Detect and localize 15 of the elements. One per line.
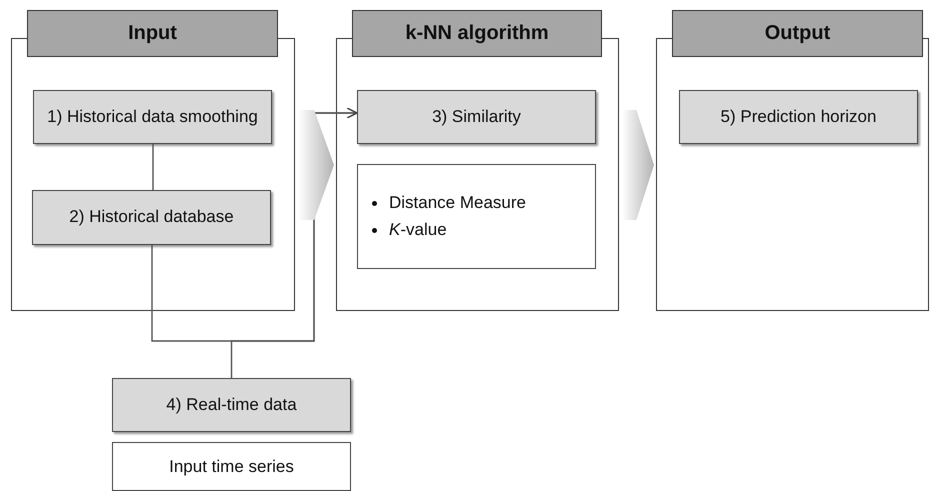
chevron-arrow [298, 110, 334, 220]
process-box: 4) Real-time data [112, 378, 351, 432]
panel-header: Input [27, 10, 278, 57]
process-box: 1) Historical data smoothing [33, 90, 272, 144]
bullet-text: K-value [389, 220, 447, 239]
panel-header: k-NN algorithm [352, 10, 602, 57]
connector-line [152, 144, 154, 190]
panel-header: Output [672, 10, 923, 57]
process-box: 2) Historical database [32, 190, 271, 245]
chevron-arrow [622, 110, 654, 220]
process-box: 3) Similarity [357, 90, 596, 144]
process-box: 5) Prediction horizon [679, 90, 918, 144]
bullet-text: Distance Measure [389, 193, 526, 212]
bullet-list-box [357, 164, 596, 269]
note-box: Input time series [112, 442, 351, 491]
